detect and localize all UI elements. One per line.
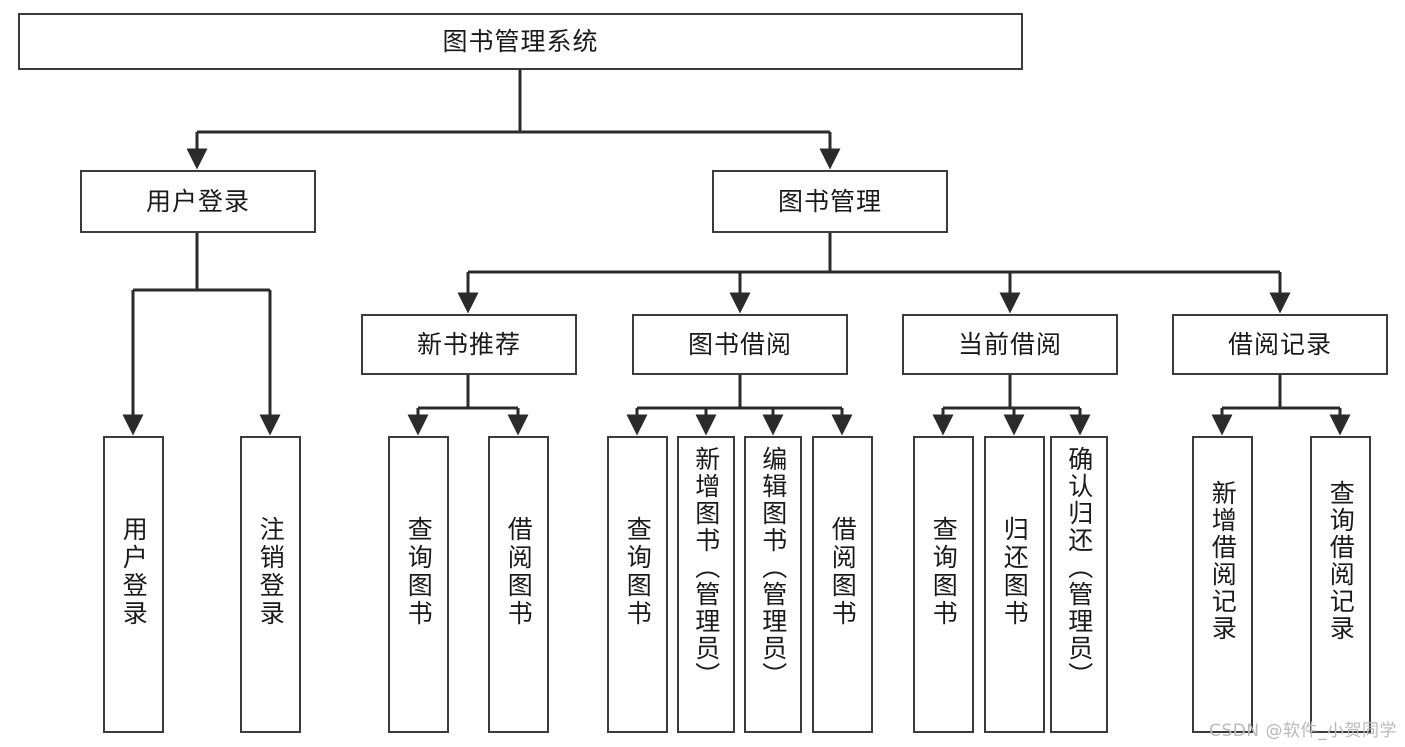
node-user-login[interactable]: 用户登录: [80, 170, 316, 233]
node-leaf-add-book[interactable]: 新增图书（管理员）: [677, 436, 735, 733]
node-label: 查询图书: [929, 516, 959, 628]
node-label: 归还图书: [1000, 516, 1030, 628]
node-label: 新增借阅记录: [1208, 480, 1238, 642]
node-label: 图书管理: [777, 186, 882, 216]
node-label: 借阅图书: [504, 516, 534, 628]
node-leaf-user-login[interactable]: 用户登录: [103, 436, 164, 733]
node-leaf-query-book-2[interactable]: 查询图书: [607, 436, 668, 733]
node-label: 当前借阅: [957, 329, 1062, 359]
node-book-borrow[interactable]: 图书借阅: [632, 314, 848, 375]
node-label: 用户登录: [145, 186, 250, 216]
node-label: 新增图书（管理员）: [691, 446, 721, 689]
node-book-manage[interactable]: 图书管理: [712, 170, 948, 233]
node-label: 借阅记录: [1227, 329, 1332, 359]
node-new-book-recommend[interactable]: 新书推荐: [361, 314, 577, 375]
node-label: 确认归还（管理员）: [1064, 446, 1094, 689]
node-label: 查询借阅记录: [1326, 480, 1356, 642]
node-leaf-query-book-1[interactable]: 查询图书: [388, 436, 449, 733]
node-leaf-add-record[interactable]: 新增借阅记录: [1192, 436, 1253, 733]
node-label: 图书管理系统: [442, 26, 599, 56]
node-label: 图书借阅: [687, 329, 792, 359]
node-leaf-borrow-book-1[interactable]: 借阅图书: [488, 436, 549, 733]
node-leaf-return-book[interactable]: 归还图书: [984, 436, 1045, 733]
node-label: 新书推荐: [416, 329, 521, 359]
node-label: 用户登录: [119, 516, 149, 628]
node-leaf-edit-book[interactable]: 编辑图书（管理员）: [744, 436, 802, 733]
node-label: 查询图书: [404, 516, 434, 628]
node-label: 查询图书: [623, 516, 653, 628]
node-leaf-query-book-3[interactable]: 查询图书: [913, 436, 974, 733]
node-label: 借阅图书: [828, 516, 858, 628]
node-label: 编辑图书（管理员）: [758, 446, 788, 689]
node-leaf-logout[interactable]: 注销登录: [240, 436, 301, 733]
node-current-borrow[interactable]: 当前借阅: [902, 314, 1118, 375]
node-root-system[interactable]: 图书管理系统: [18, 13, 1023, 70]
node-label: 注销登录: [256, 516, 286, 628]
node-leaf-borrow-book-2[interactable]: 借阅图书: [812, 436, 873, 733]
node-leaf-confirm-return[interactable]: 确认归还（管理员）: [1050, 436, 1108, 733]
node-leaf-query-record[interactable]: 查询借阅记录: [1310, 436, 1371, 733]
csdn-watermark: CSDN @软件_小贺同学: [1209, 721, 1397, 741]
node-borrow-record[interactable]: 借阅记录: [1172, 314, 1388, 375]
